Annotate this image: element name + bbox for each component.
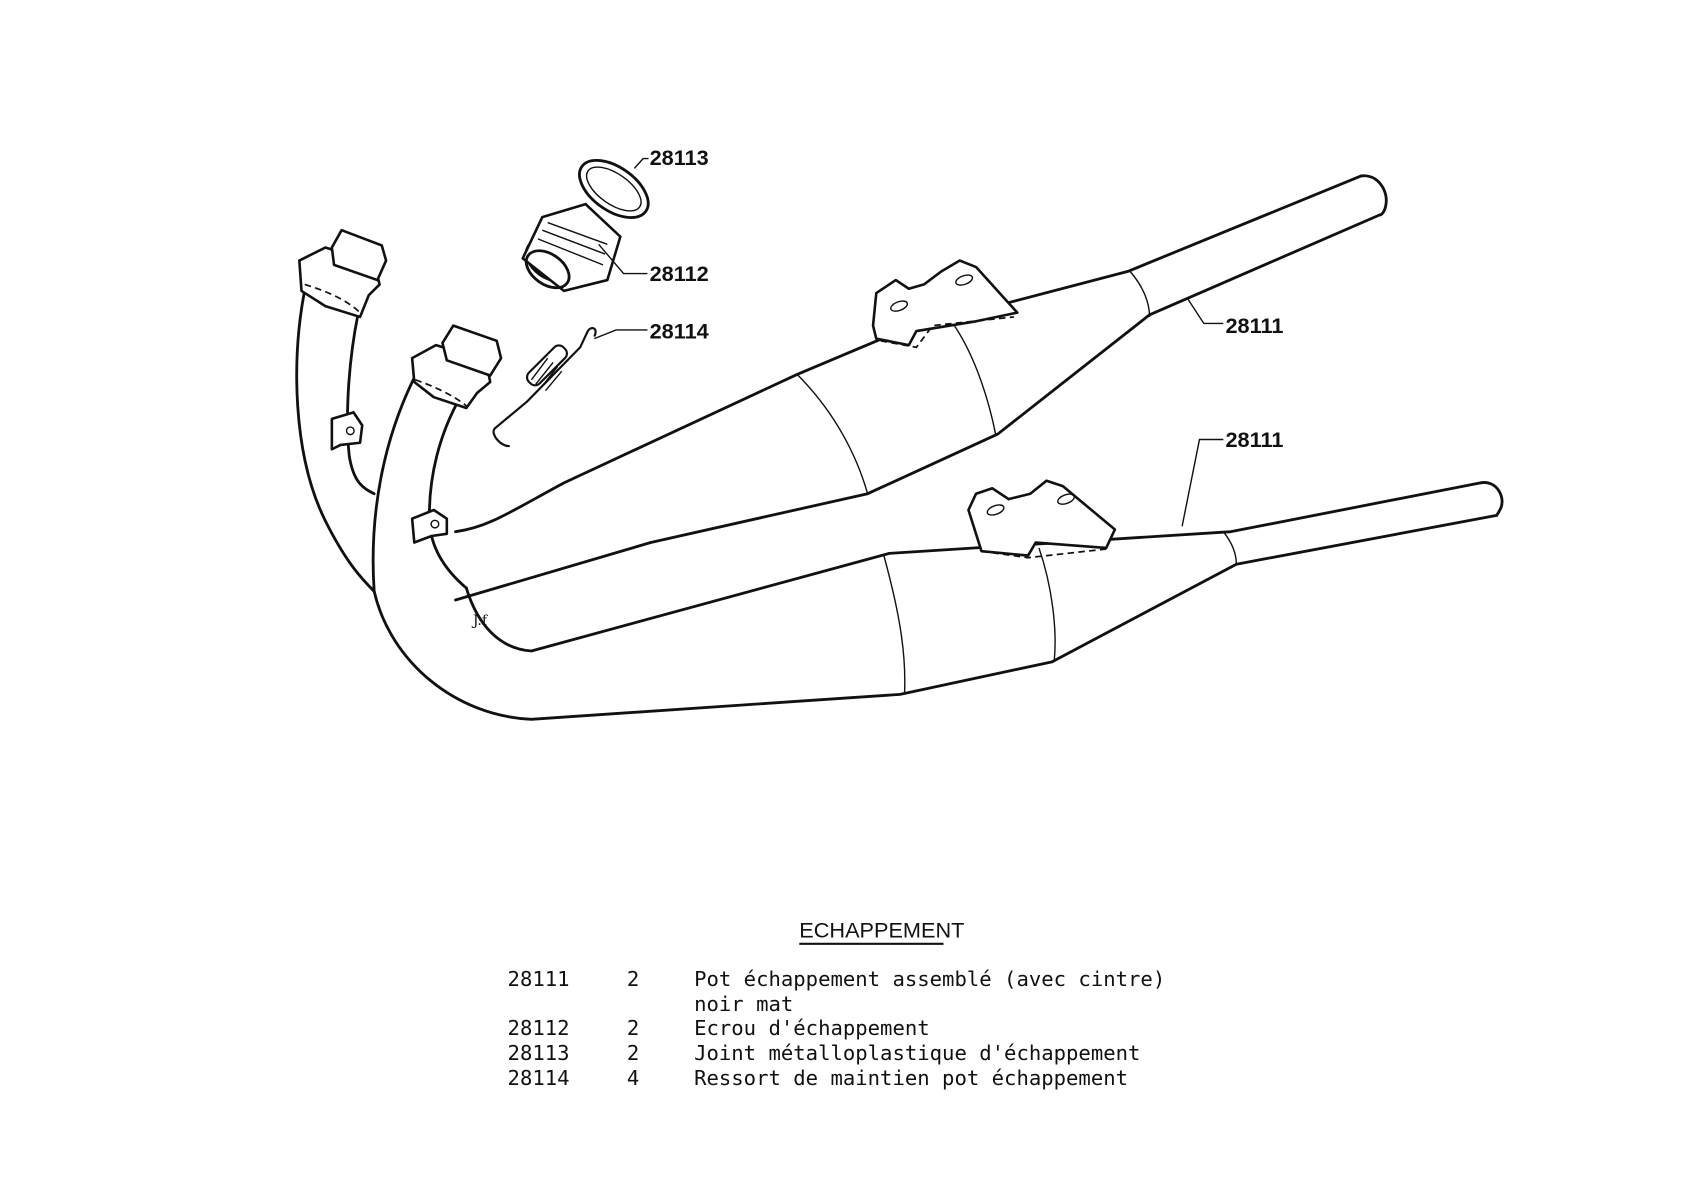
leader-28114: [594, 329, 648, 340]
mount-tab: [410, 508, 449, 544]
upper-muffler: [454, 174, 1388, 602]
part-ref: 28113: [508, 1041, 570, 1065]
rear-header-pipe: [295, 228, 388, 593]
part-qty: 2: [627, 1016, 639, 1040]
leader-28111-upper: [1186, 298, 1224, 325]
part-desc-cont: noir mat: [694, 992, 793, 1016]
lower-muffler-bracket: [967, 479, 1117, 557]
leader-28112: [598, 243, 648, 275]
exhaust-nut: [521, 202, 622, 293]
part-desc: Ressort de maintien pot échappement: [694, 1066, 1128, 1090]
part-qty: 2: [627, 1041, 639, 1065]
lower-muffler: [372, 479, 1504, 721]
joint-ring: [578, 158, 650, 219]
callout-28113: 28113: [650, 145, 709, 170]
part-desc: Joint métalloplastique d'échappement: [694, 1041, 1140, 1065]
upper-muffler-bracket: [871, 259, 1019, 347]
part-qty: 2: [627, 967, 639, 991]
parts-list: ECHAPPEMENT 28111 2 Pot échappement asse…: [508, 917, 1166, 1089]
draftsman-signature: J.f: [471, 613, 489, 629]
part-ref: 28114: [508, 1066, 570, 1090]
retaining-spring: [492, 327, 597, 448]
parts-list-title: ECHAPPEMENT: [799, 917, 964, 942]
part-ref: 28112: [508, 1016, 570, 1040]
leader-28111-lower: [1181, 438, 1224, 527]
callout-28111-upper: 28111: [1226, 313, 1284, 338]
callout-28114: 28114: [650, 319, 709, 344]
leader-28113: [633, 157, 649, 169]
front-header-pipe: J.f: [371, 324, 503, 629]
callout-28112: 28112: [650, 261, 709, 286]
callout-28111-lower: 28111: [1226, 427, 1284, 452]
part-qty: 4: [627, 1066, 639, 1090]
part-desc: Pot échappement assemblé (avec cintre): [694, 967, 1165, 991]
part-desc: Ecrou d'échappement: [694, 1016, 930, 1040]
part-ref: 28111: [508, 967, 570, 991]
